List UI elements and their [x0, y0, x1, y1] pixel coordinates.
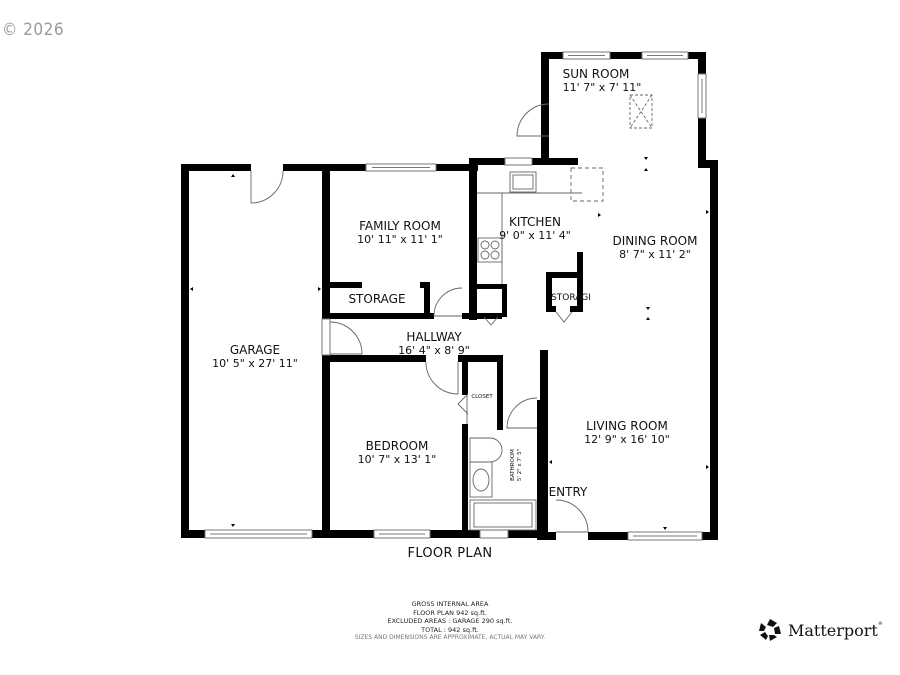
matterport-mark-icon	[759, 619, 781, 641]
room-dims-kitchen: 9' 0" x 11' 4"	[499, 229, 571, 242]
area-excluded: EXCLUDED AREAS : GARAGE 290 sq.ft.	[387, 617, 513, 625]
room-label-closet: CLOSET	[471, 394, 493, 400]
area-heading: GROSS INTERNAL AREA	[411, 600, 489, 608]
fixtures	[466, 94, 653, 531]
room-label-hallway: HALLWAY	[406, 330, 462, 344]
room-dims-dining-room: 8' 7" x 11' 2"	[619, 248, 691, 261]
room-dims-bedroom: 10' 7" x 13' 1"	[358, 453, 437, 466]
doors	[250, 103, 589, 533]
area-summary: GROSS INTERNAL AREA FLOOR PLAN 942 sq.ft…	[300, 600, 600, 643]
room-label-storage: STORAGE	[348, 292, 405, 306]
area-total: TOTAL : 942 sq.ft.	[421, 625, 479, 634]
room-dims-family-room: 10' 11" x 11' 1"	[357, 233, 443, 246]
windows	[204, 51, 707, 541]
plan-title: FLOOR PLAN	[407, 546, 493, 561]
matterport-logo: Matterport®	[758, 618, 883, 642]
room-dims-sun-room: 11' 7" x 7' 11"	[563, 81, 642, 94]
room-label-kitchen: KITCHEN	[509, 215, 561, 229]
room-dims-living-room: 12' 9" x 16' 10"	[584, 433, 670, 446]
room-label-dining-room: DINING ROOM	[613, 234, 698, 248]
area-disclaimer: SIZES AND DIMENSIONS ARE APPROXIMATE, AC…	[354, 634, 546, 641]
room-label-entry: ENTRY	[549, 485, 588, 499]
copyright-notice: © 2026	[2, 20, 65, 40]
room-dims-hallway: 16' 4" x 8' 9"	[398, 344, 470, 357]
room-label-family-room: FAMILY ROOM	[359, 219, 441, 233]
floor-plan-diagram: SUN ROOM 11' 7" x 7' 11" FAMILY ROOM 10'…	[181, 51, 718, 541]
room-labels: SUN ROOM 11' 7" x 7' 11" FAMILY ROOM 10'…	[212, 67, 697, 499]
room-label-sun-room: SUN ROOM	[563, 67, 630, 81]
brand-name: Matterport®	[788, 620, 883, 640]
room-label-bathroom: BATHROOM	[510, 449, 516, 481]
room-dims-garage: 10' 5" x 27' 11"	[212, 357, 298, 370]
area-floor-plan: FLOOR PLAN 942 sq.ft.	[413, 608, 487, 617]
room-label-storagi: STORAGI	[551, 293, 591, 303]
room-dims-bathroom: 5' 2" x 7' 5"	[517, 449, 523, 481]
room-label-living-room: LIVING ROOM	[586, 419, 668, 433]
walls	[181, 52, 718, 540]
room-label-bedroom: BEDROOM	[366, 439, 429, 453]
measurement-markers	[190, 157, 709, 530]
room-label-garage: GARAGE	[230, 343, 280, 357]
